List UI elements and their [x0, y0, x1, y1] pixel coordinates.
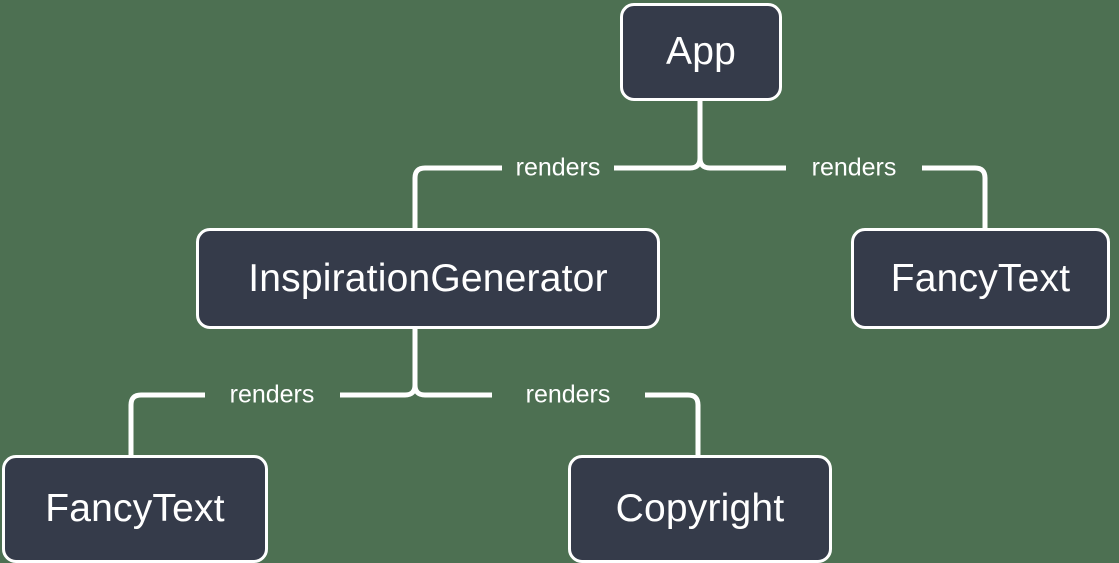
node-inspiration-generator-label: InspirationGenerator: [248, 256, 608, 300]
edge-app-stem-left-flare: [689, 157, 703, 171]
node-app[interactable]: App: [620, 3, 782, 101]
edge-label-app-to-fancytext-right: renders: [811, 153, 897, 182]
edge-app-to-inspirationgenerator-2: [412, 165, 502, 228]
edge-label-inspirationgenerator-to-copyright: renders: [525, 380, 611, 409]
edge-label-app-to-inspirationgenerator: renders: [515, 153, 601, 182]
node-fancytext-right-label: FancyText: [890, 256, 1071, 300]
node-fancytext-bottom[interactable]: FancyText: [2, 455, 268, 563]
edge-label-inspirationgenerator-to-fancytext-bottom: renders: [229, 380, 315, 409]
edge-inspirationgenerator-to-copyright-2: [645, 392, 701, 455]
node-app-label: App: [666, 30, 736, 73]
node-copyright-label: Copyright: [615, 487, 785, 530]
node-fancytext-bottom-label: FancyText: [45, 487, 225, 530]
edge-inspirationgenerator-to-fancytext-bottom-2: [128, 392, 205, 455]
edge-inspirationgenerator-stem-left-flare: [404, 384, 418, 398]
node-copyright[interactable]: Copyright: [568, 455, 832, 563]
edge-app-stem: [697, 101, 711, 171]
node-fancytext-right[interactable]: FancyText: [851, 228, 1110, 329]
edge-app-to-fancytext-right-2: [922, 165, 988, 228]
node-inspiration-generator[interactable]: InspirationGenerator: [196, 228, 660, 329]
